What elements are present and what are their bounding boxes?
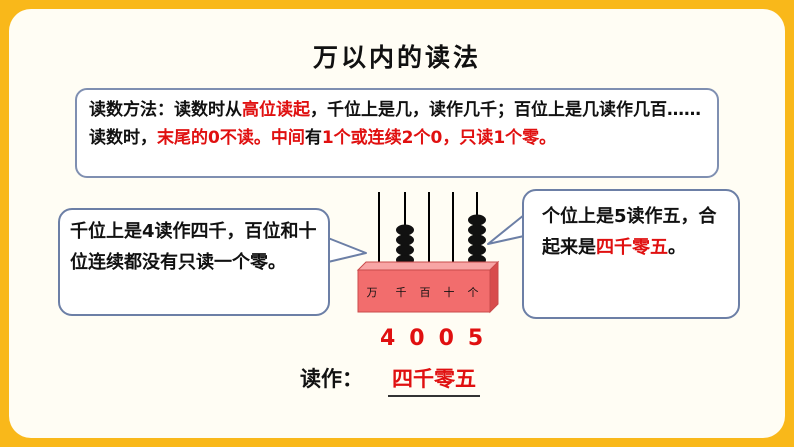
- abacus-place-label: 百: [420, 286, 431, 299]
- abacus-place-label: 千: [396, 286, 407, 299]
- right-speech-bubble: 个位上是5读作五，合起来是四千零五。: [522, 189, 740, 319]
- read-value: 四千零五: [388, 363, 480, 397]
- right-bubble-text-b: 四千零五: [596, 237, 668, 258]
- right-bubble-text-c: 。: [668, 237, 686, 258]
- abacus-bead: [396, 235, 414, 246]
- abacus-bead: [396, 245, 414, 256]
- left-bubble-text: 千位上是4读作四千，百位和十位连续都没有只读一个零。: [70, 221, 317, 273]
- abacus-bead: [468, 245, 486, 256]
- abacus-bead: [468, 225, 486, 236]
- number-display: 4005: [380, 326, 497, 351]
- abacus-base-side: [490, 262, 498, 312]
- abacus-place-label: 十: [444, 285, 455, 299]
- abacus-place-label: 个: [468, 286, 479, 299]
- abacus-bead: [468, 235, 486, 246]
- abacus-bead: [468, 215, 486, 226]
- abacus-base-top: [358, 262, 498, 270]
- abacus-place-label: 万: [367, 286, 378, 299]
- read-label: 读作：: [300, 363, 363, 393]
- left-speech-bubble: 千位上是4读作四千，百位和十位连续都没有只读一个零。: [58, 208, 330, 316]
- abacus-bead: [396, 225, 414, 236]
- abacus: 万 千百十个: [350, 186, 510, 326]
